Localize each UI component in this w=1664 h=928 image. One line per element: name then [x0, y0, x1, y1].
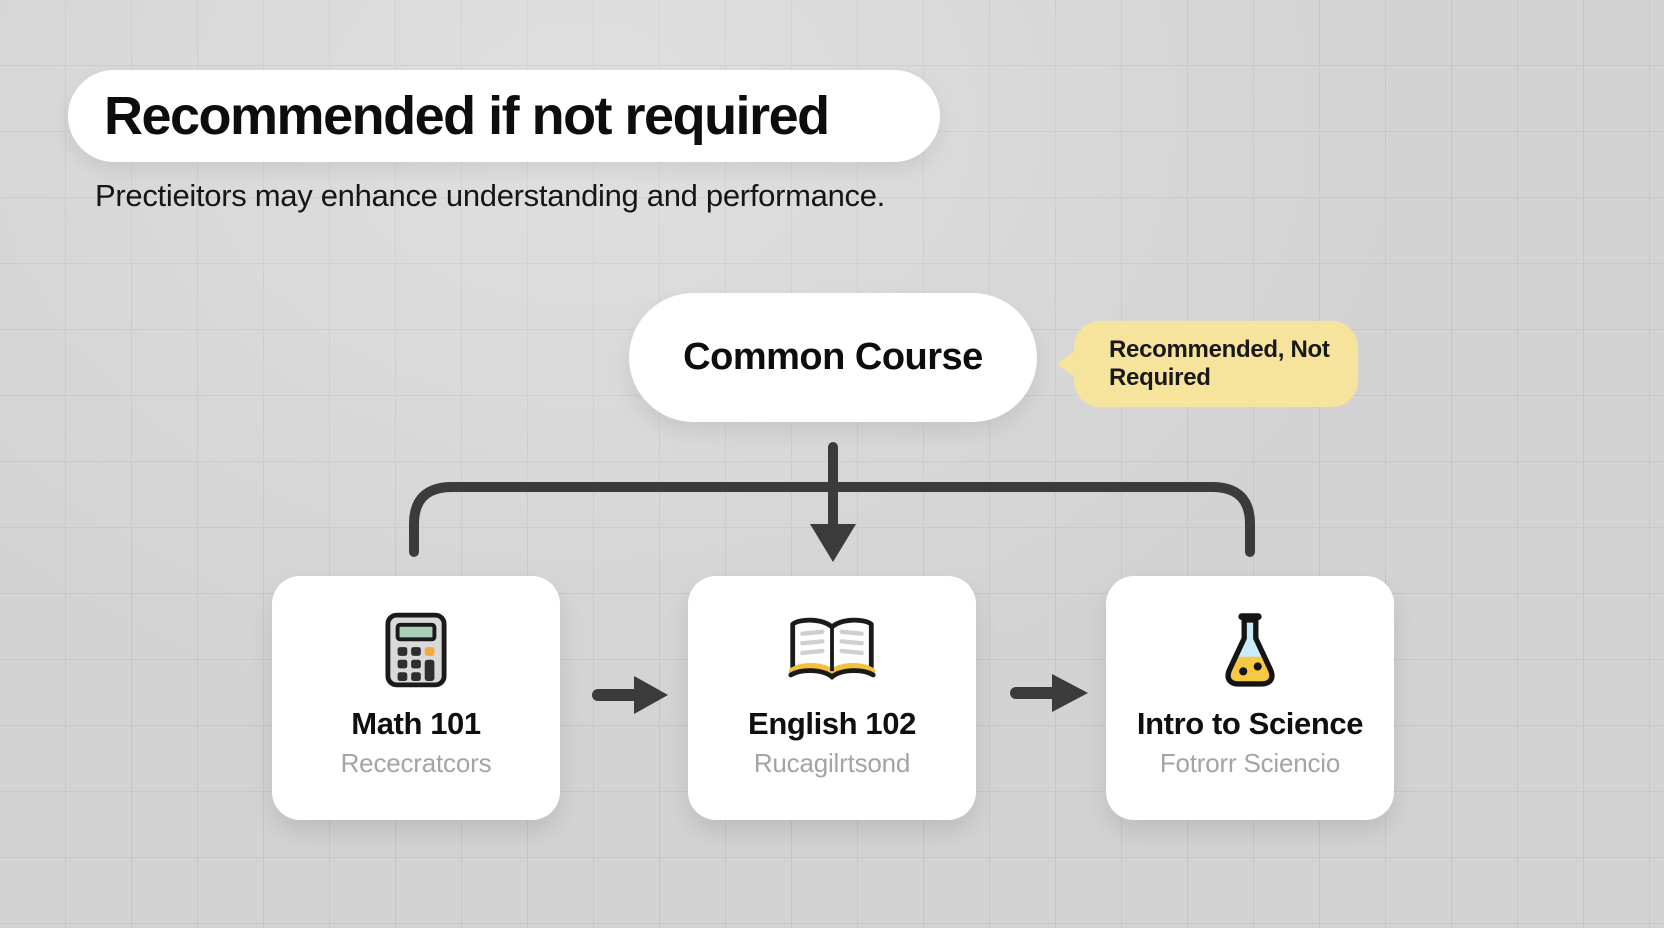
page-subtitle: Prectieitors may enhance understanding a…	[95, 178, 885, 213]
open-book-icon	[786, 608, 878, 692]
card-math-101: Math 101 Rececratcors	[272, 576, 560, 820]
card-subtitle: Rucagilrtsond	[753, 748, 911, 778]
callout-text: Recommended, Not Required	[1109, 336, 1330, 391]
title-pill: Recommended if not required	[68, 70, 940, 162]
card-subtitle: Rececratcors	[340, 748, 492, 778]
page-title: Recommended if not required	[104, 86, 830, 146]
card-title: English 102	[748, 706, 916, 741]
callout-tail	[1057, 350, 1076, 378]
card-intro-to-science: Intro to Science Fotrorr Sciencio	[1106, 576, 1394, 820]
right-arrow-english-to-science	[1010, 674, 1088, 712]
down-arrow	[810, 442, 856, 562]
card-title: Intro to Science	[1136, 706, 1364, 741]
card-english-102: English 102 Rucagilrtsond	[688, 576, 976, 820]
node-common-course-label: Common Course	[683, 336, 983, 378]
calculator-icon	[385, 608, 447, 692]
node-common-course: Common Course	[629, 293, 1037, 422]
callout-recommended-not-required: Recommended, Not Required	[1057, 321, 1358, 407]
flask-icon	[1219, 608, 1281, 692]
branch-connector	[409, 482, 1255, 557]
card-subtitle: Fotrorr Sciencio	[1159, 748, 1341, 778]
card-title: Math 101	[351, 706, 481, 741]
right-arrow-math-to-english	[592, 676, 668, 714]
